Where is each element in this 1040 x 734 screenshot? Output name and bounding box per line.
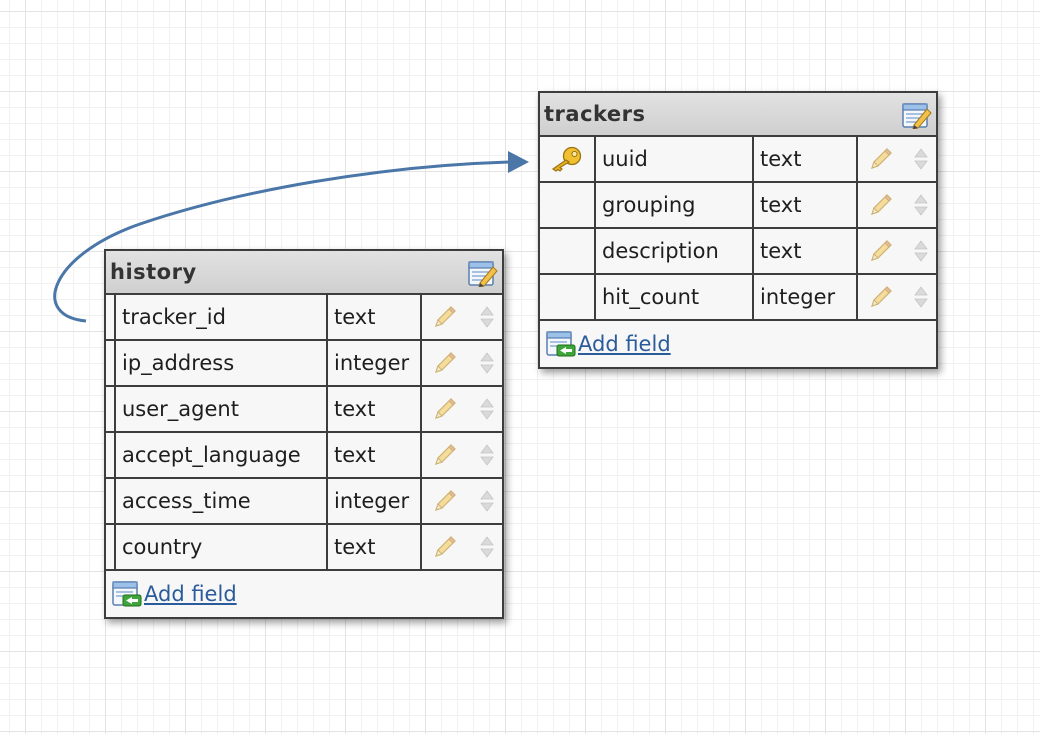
edit-field-pencil-icon[interactable] — [868, 238, 894, 264]
reorder-arrows-icon[interactable] — [480, 489, 494, 513]
field-name[interactable]: grouping — [596, 183, 754, 227]
reorder-arrows-icon[interactable] — [480, 443, 494, 467]
field-actions — [422, 479, 502, 523]
field-actions — [422, 525, 502, 569]
field-name[interactable]: tracker_id — [116, 295, 328, 339]
reorder-arrows-icon[interactable] — [480, 397, 494, 421]
edit-field-pencil-icon[interactable] — [868, 146, 894, 172]
edit-field-pencil-icon[interactable] — [432, 534, 458, 560]
add-field-row: Add field — [540, 321, 936, 367]
key-cell — [106, 295, 116, 339]
primary-key-icon — [551, 146, 582, 172]
field-type[interactable]: integer — [754, 275, 858, 319]
field-type[interactable]: integer — [328, 479, 422, 523]
key-cell — [106, 341, 116, 385]
key-cell — [106, 433, 116, 477]
add-field-icon[interactable] — [546, 330, 576, 358]
edit-field-pencil-icon[interactable] — [432, 442, 458, 468]
field-name[interactable]: ip_address — [116, 341, 328, 385]
field-type[interactable]: text — [328, 295, 422, 339]
add-field-icon[interactable] — [112, 580, 142, 608]
table-header[interactable]: trackers — [540, 93, 936, 137]
field-name[interactable]: uuid — [596, 137, 754, 181]
field-type[interactable]: text — [754, 137, 858, 181]
table-header[interactable]: history — [106, 251, 502, 295]
key-cell — [540, 229, 596, 273]
field-type[interactable]: text — [328, 525, 422, 569]
edit-table-icon[interactable] — [902, 101, 932, 129]
field-type[interactable]: text — [754, 183, 858, 227]
key-cell — [540, 137, 596, 181]
reorder-arrows-icon[interactable] — [480, 535, 494, 559]
field-name[interactable]: accept_language — [116, 433, 328, 477]
reorder-arrows-icon[interactable] — [480, 351, 494, 375]
field-actions — [422, 295, 502, 339]
field-name[interactable]: country — [116, 525, 328, 569]
edit-field-pencil-icon[interactable] — [432, 488, 458, 514]
field-type[interactable]: text — [328, 387, 422, 431]
field-actions — [422, 433, 502, 477]
table-title: trackers — [544, 102, 646, 126]
field-type[interactable]: text — [754, 229, 858, 273]
field-name[interactable]: access_time — [116, 479, 328, 523]
edit-field-pencil-icon[interactable] — [432, 350, 458, 376]
reorder-arrows-icon[interactable] — [480, 305, 494, 329]
field-actions — [858, 275, 936, 319]
reorder-arrows-icon[interactable] — [914, 147, 928, 171]
edit-field-pencil-icon[interactable] — [868, 192, 894, 218]
relation-arrowhead — [508, 151, 529, 173]
field-actions — [858, 229, 936, 273]
edit-field-pencil-icon[interactable] — [432, 304, 458, 330]
add-field-row: Add field — [106, 571, 502, 617]
field-actions — [858, 183, 936, 227]
field-actions — [422, 387, 502, 431]
add-field-link[interactable]: Add field — [144, 582, 237, 606]
field-actions — [422, 341, 502, 385]
field-type[interactable]: text — [328, 433, 422, 477]
field-name[interactable]: user_agent — [116, 387, 328, 431]
reorder-arrows-icon[interactable] — [914, 285, 928, 309]
reorder-arrows-icon[interactable] — [914, 239, 928, 263]
edit-field-pencil-icon[interactable] — [432, 396, 458, 422]
field-name[interactable]: description — [596, 229, 754, 273]
field-type[interactable]: integer — [328, 341, 422, 385]
reorder-arrows-icon[interactable] — [914, 193, 928, 217]
key-cell — [106, 525, 116, 569]
field-name[interactable]: hit_count — [596, 275, 754, 319]
edit-table-icon[interactable] — [468, 259, 498, 287]
key-cell — [540, 183, 596, 227]
key-cell — [540, 275, 596, 319]
key-cell — [106, 387, 116, 431]
field-actions — [858, 137, 936, 181]
key-cell — [106, 479, 116, 523]
table-title: history — [110, 260, 197, 284]
edit-field-pencil-icon[interactable] — [868, 284, 894, 310]
add-field-link[interactable]: Add field — [578, 332, 671, 356]
